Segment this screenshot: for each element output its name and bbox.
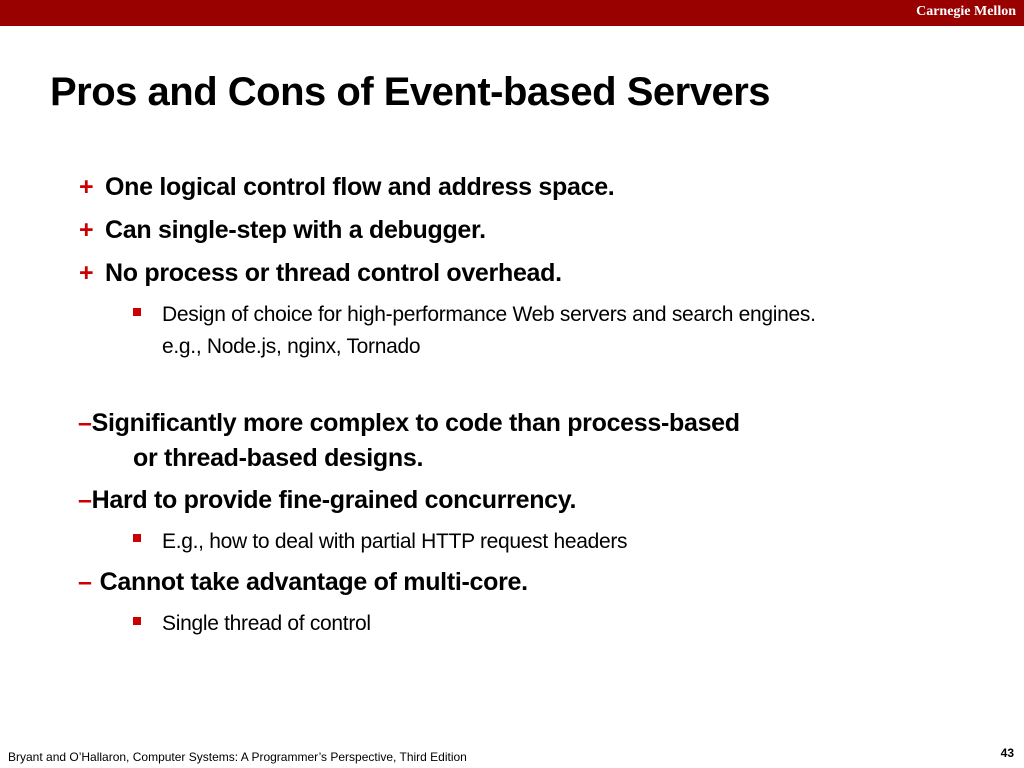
pro-item-1: + One logical control flow and address sp…: [79, 172, 615, 202]
slide-title: Pros and Cons of Event-based Servers: [50, 70, 771, 114]
sub-bullet-text: Design of choice for high-performance We…: [162, 303, 816, 326]
con-item-3: –Cannot take advantage of multi-core.: [78, 567, 528, 597]
pro-text: Can single-step with a debugger.: [105, 216, 486, 244]
square-bullet-icon: [133, 534, 141, 542]
plus-sign: +: [79, 216, 94, 244]
pro-text: One logical control flow and address spa…: [105, 173, 615, 201]
plus-sign: +: [79, 173, 94, 201]
pro-item-2: + Can single-step with a debugger.: [79, 215, 486, 245]
top-bar: Carnegie Mellon: [0, 0, 1024, 26]
minus-sign: –: [78, 568, 92, 596]
pro-text: No process or thread control overhead.: [105, 259, 562, 287]
minus-sign: –: [78, 486, 92, 514]
minus-sign: –: [78, 409, 92, 437]
page-number: 43: [1000, 746, 1014, 760]
con-text: Significantly more complex to code than …: [91, 409, 740, 437]
sub-bullet-text: e.g., Node.js, nginx, Tornado: [162, 335, 421, 358]
con-item-1: –Significantly more complex to code than…: [78, 408, 740, 438]
square-bullet-icon: [133, 617, 141, 625]
pro-item-3: + No process or thread control overhead.: [79, 258, 562, 288]
sub-bullet-text: Single thread of control: [162, 612, 371, 635]
con-item-1-continued: or thread-based designs.: [133, 444, 424, 472]
square-bullet-icon: [133, 308, 141, 316]
con-text: Hard to provide fine-grained concurrency…: [91, 486, 577, 514]
footer-citation: Bryant and O’Hallaron, Computer Systems:…: [8, 750, 467, 764]
sub-bullet-text: E.g., how to deal with partial HTTP requ…: [162, 530, 628, 553]
con-text: Cannot take advantage of multi-core.: [99, 568, 528, 596]
plus-sign: +: [79, 259, 94, 287]
con-item-2: –Hard to provide fine-grained concurrenc…: [78, 485, 576, 515]
brand-label: Carnegie Mellon: [916, 4, 1016, 19]
